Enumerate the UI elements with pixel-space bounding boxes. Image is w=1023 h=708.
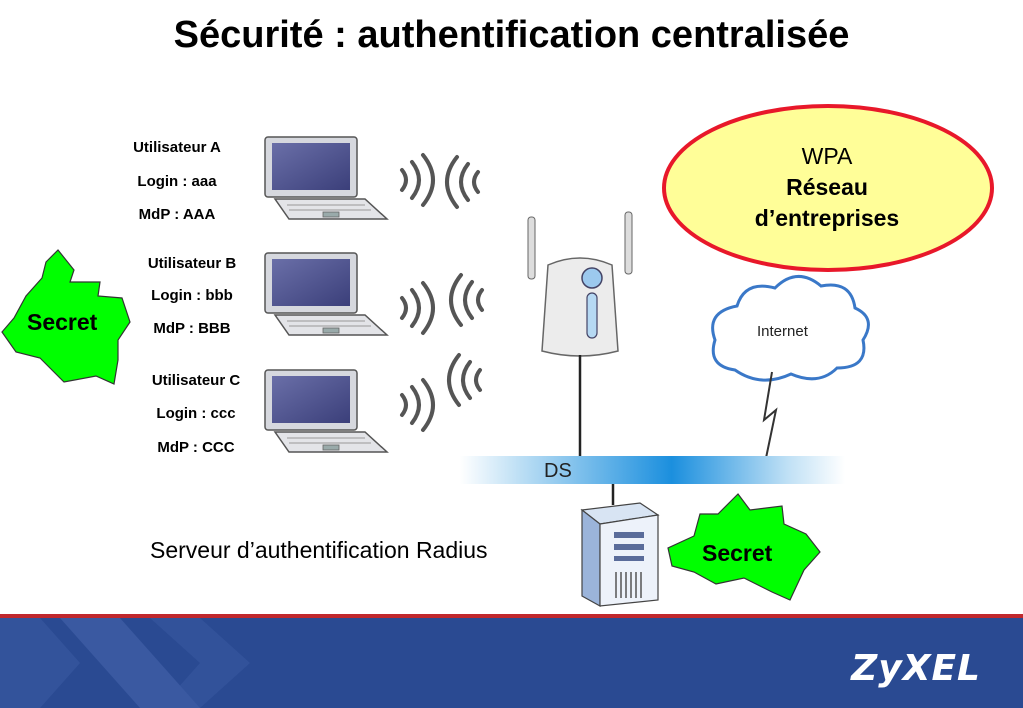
user-c-name: Utilisateur C [151,372,241,389]
access-point-icon [527,211,633,460]
user-a-login: Login : aaa [137,173,217,190]
user-c-login: Login : ccc [156,405,236,422]
ds-bar [460,456,845,484]
user-a-password: MdP : AAA [138,206,216,223]
laptop-icon [264,136,389,220]
secret-blob-right [667,493,821,601]
internet-label: Internet [757,323,808,340]
wpa-line-2: Réseau [786,174,868,200]
footer-stripes-decoration [0,618,250,708]
wpa-line-1: WPA [801,143,853,169]
secret-label-left: Secret [27,309,98,335]
cloud-icon [711,275,870,459]
ds-label: DS [544,460,572,482]
wifi-waves-icon [400,153,484,432]
footer-band [0,618,1023,708]
laptop-icon [264,252,389,336]
secret-blob-left [1,249,131,385]
secret-label-right: Secret [702,540,773,566]
laptop-icon [264,369,389,453]
zyxel-logo: ZyXEL [851,648,981,689]
footer-red-line [0,614,1023,619]
server-icon [580,484,660,608]
wpa-ellipse [662,104,994,272]
user-b-name: Utilisateur B [147,255,237,272]
slide-title: Sécurité : authentification centralisée [173,14,850,56]
wpa-line-3: d’entreprises [754,205,900,231]
radius-server-label: Serveur d’authentification Radius [150,537,488,563]
wpa-callout: WPA Réseau d’entreprises [662,105,992,270]
user-b-login: Login : bbb [151,287,233,304]
user-b-password: MdP : BBB [153,320,231,337]
user-c-password: MdP : CCC [157,439,235,456]
user-a-name: Utilisateur A [133,139,221,156]
